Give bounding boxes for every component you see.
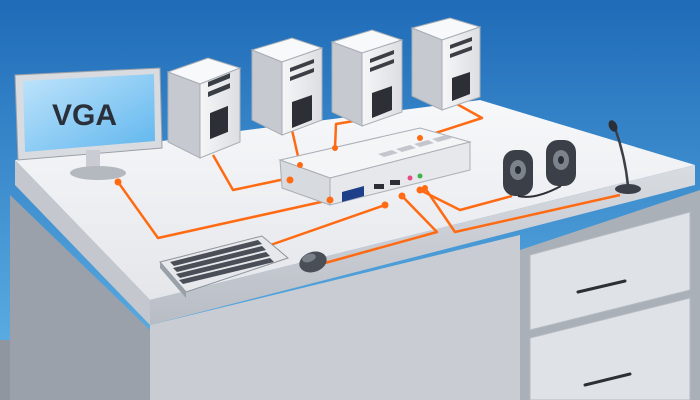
cable-keyboard (261, 203, 386, 250)
desk-left-edge (15, 160, 150, 325)
speaker-left (503, 150, 533, 196)
mouse (299, 251, 327, 273)
microphone (608, 120, 641, 194)
cable-monitor (116, 181, 331, 240)
monitor-port-dot (114, 178, 122, 186)
kvm-usb-port-1 (374, 184, 384, 189)
kvm-button-1 (378, 150, 398, 157)
kvm-usb-port-2 (390, 180, 400, 185)
drawer-bottom-handle (583, 372, 632, 387)
kvm-button-3 (414, 140, 434, 147)
desk-front-edge (150, 165, 695, 325)
speaker-right (546, 140, 576, 186)
vga-monitor: VGA (14, 67, 163, 186)
drawer-top-handle (576, 279, 627, 294)
kvm-audio-port-green (417, 173, 423, 179)
computer-tower-3 (330, 29, 404, 127)
cable-microphone (423, 187, 621, 234)
drawer-bottom (529, 297, 691, 400)
computer-tower-2 (250, 37, 324, 136)
speakers (503, 140, 576, 198)
desk-left-pedestal (10, 195, 150, 400)
monitor-screen (23, 74, 155, 152)
drawer-top (529, 211, 691, 331)
cable-pc-4 (419, 101, 484, 140)
cable-pc-1 (211, 154, 291, 192)
computer-tower-1 (166, 57, 242, 159)
monitor-base (70, 166, 126, 180)
computer-tower-4 (410, 17, 482, 111)
kvm-switch (278, 127, 472, 209)
kvm-audio-port-pink (407, 175, 413, 181)
monitor-label: VGA (52, 99, 117, 132)
keyboard (159, 235, 290, 298)
kvm-button-2 (396, 145, 416, 152)
kvm-button-4 (432, 135, 452, 142)
kvm-side (329, 141, 471, 206)
monitor-neck (86, 150, 100, 168)
cable-speakers (419, 188, 513, 212)
desk-modesty-panel (150, 235, 520, 400)
desk (10, 100, 700, 400)
cable-mouse (324, 195, 439, 265)
kvm-vga-port (342, 186, 364, 202)
